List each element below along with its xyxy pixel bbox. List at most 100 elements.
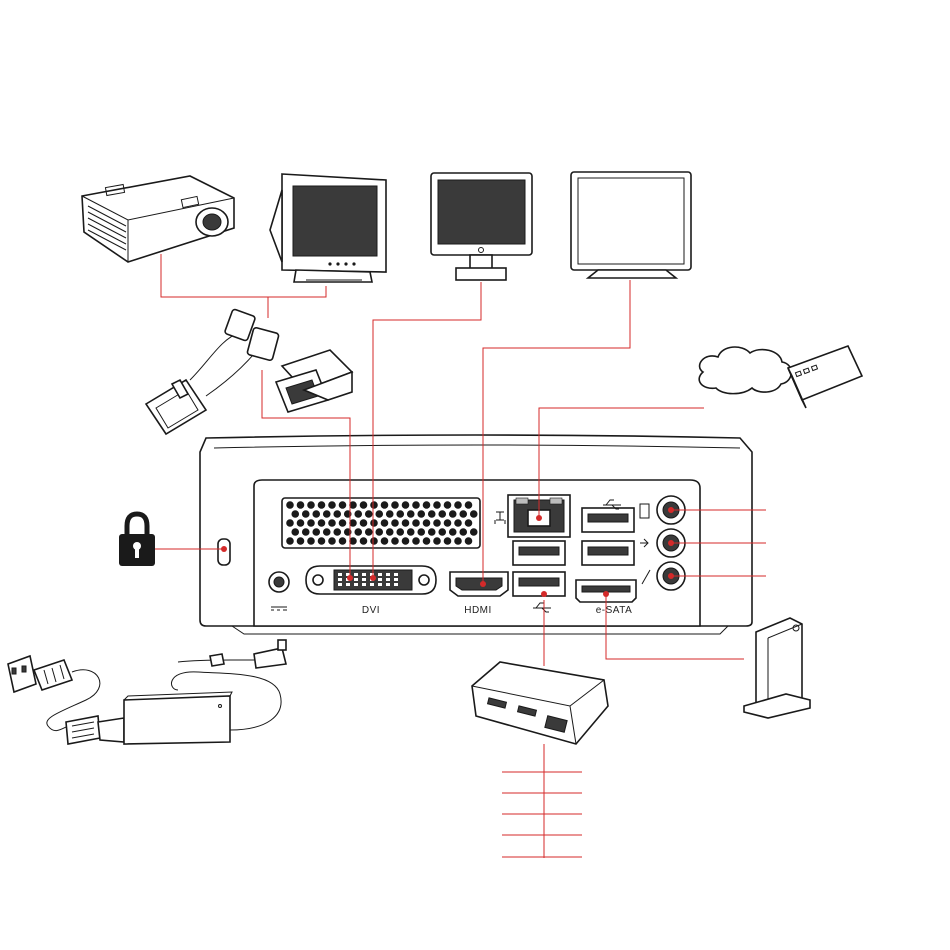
vent-hole [454,537,462,545]
network-router-icon [788,346,862,408]
vent-hole [323,510,331,518]
vent-hole [307,519,315,527]
dvi-pin [386,573,390,576]
vent-hole [391,537,399,545]
vent-hole [381,501,389,509]
vent-hole [391,501,399,509]
vent-hole [465,519,473,527]
dvi-pin [386,583,390,586]
vent-hole [402,501,410,509]
vent-hole [444,519,452,527]
vent-hole [449,528,457,536]
dvi-pin [362,578,366,581]
vent-hole [302,528,310,536]
vent-hole [386,510,394,518]
vent-hole [402,537,410,545]
vent-hole [417,510,425,518]
vent-hole [354,510,362,518]
vent-hole [375,510,383,518]
vent-hole [438,510,446,518]
vent-hole [454,519,462,527]
external-drive-icon [744,618,810,718]
vent-hole [433,501,441,509]
vent-hole [370,501,378,509]
vent-hole [412,519,420,527]
vent-hole [381,537,389,545]
vent-hole [417,528,425,536]
vent-hole [333,510,341,518]
vent-hole [333,528,341,536]
usb-port [582,541,634,565]
vent-hole [286,501,294,509]
vent-hole [423,519,431,527]
vent-hole [365,510,373,518]
vent-hole [375,528,383,536]
vent-hole [370,537,378,545]
vent-hole [465,501,473,509]
vent-hole [297,519,305,527]
vent-hole [423,501,431,509]
vent-hole [365,528,373,536]
vent-hole [381,519,389,527]
esata-label: e-SATA [596,605,633,616]
vent-hole [318,537,326,545]
vent-hole [286,519,294,527]
dvi-pin [354,578,358,581]
vent-hole [354,528,362,536]
vent-hole [302,510,310,518]
dvi-pin [370,583,374,586]
vent-hole [391,519,399,527]
power-adapter-icon [8,640,286,744]
dvi-pin [378,583,382,586]
usb-port [582,508,634,532]
projector-icon [82,176,234,262]
vent-hole [402,519,410,527]
dvi-pin [394,573,398,576]
flat-panel-monitor-icon [571,172,691,278]
vent-hole [449,510,457,518]
vent-hole [286,537,294,545]
dvi-pin [386,578,390,581]
vent-hole [370,519,378,527]
vent-hole [328,537,336,545]
dvi-pin [338,583,342,586]
vent-hole [433,519,441,527]
usb-port [513,541,565,565]
vent-hole [433,537,441,545]
vent-hole [423,537,431,545]
dvi-pin [378,573,382,576]
vent-hole [407,528,415,536]
dvi-pin [338,578,342,581]
dvi-pin [378,578,382,581]
vent-hole [459,510,467,518]
vent-hole [307,537,315,545]
vent-hole [428,510,436,518]
vent-hole [312,510,320,518]
vent-hole [318,501,326,509]
cloud-icon [699,347,791,394]
lcd-monitor-icon [431,173,532,280]
vent-hole [412,537,420,545]
vent-grille [282,498,480,548]
dvi-pin [354,583,358,586]
dvi-pin [338,573,342,576]
vent-hole [396,528,404,536]
dvi-pin [394,578,398,581]
vent-hole [360,537,368,545]
dvi-vga-adapter-icon [276,350,352,412]
dvi-pin [346,583,350,586]
vent-hole [312,528,320,536]
usb-port [513,572,565,596]
vent-hole [428,528,436,536]
vent-hole [438,528,446,536]
vent-hole [386,528,394,536]
dvi-pin [362,583,366,586]
vent-hole [459,528,467,536]
dvi-pin [362,573,366,576]
usb-hub-icon [472,662,608,744]
vent-hole [407,510,415,518]
vent-hole [328,519,336,527]
vent-hole [470,528,478,536]
vent-hole [297,501,305,509]
